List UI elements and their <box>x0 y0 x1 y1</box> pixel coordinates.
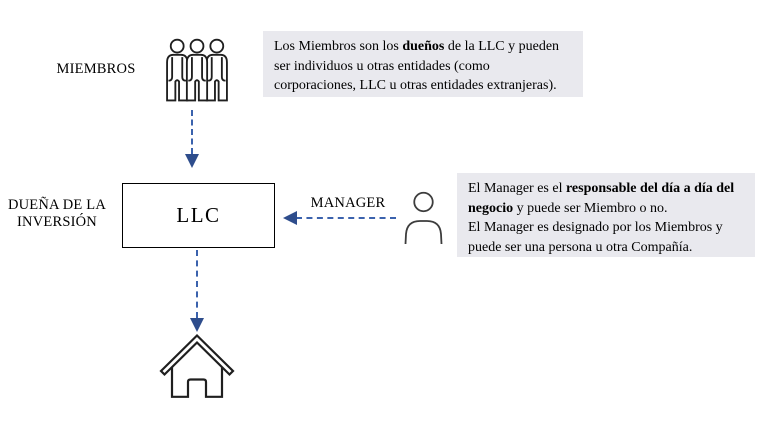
llc-to-property-arrow <box>196 250 198 318</box>
members-note-bold-text: dueños <box>402 39 445 54</box>
members-group-icon <box>166 38 228 102</box>
manager-label: MANAGER <box>310 195 386 211</box>
manager-note-text: y puede ser Miembro o no. <box>513 200 668 216</box>
manager-note-bold-text: responsable del día a día del negocio <box>468 181 735 216</box>
llc-box: LLC <box>122 183 275 248</box>
investment-owner-label-line1: DUEÑA DE LA <box>7 197 107 213</box>
manager-note-text2: El Manager es designado por los Miembros… <box>468 220 723 255</box>
members-to-llc-arrow <box>191 110 193 154</box>
person-middle <box>185 38 209 102</box>
members-label: MIEMBROS <box>56 61 136 77</box>
house-icon <box>159 333 235 398</box>
manager-person-icon <box>404 191 443 245</box>
members-note: Los Miembros son los dueños de la LLC y … <box>263 31 583 97</box>
members-note-text: Los Miembros son los <box>274 39 403 54</box>
manager-note-text: El Manager es el <box>468 181 566 196</box>
investment-owner-label-line2: INVERSIÓN <box>17 214 97 230</box>
person-left <box>166 38 189 102</box>
person-right <box>205 38 228 102</box>
manager-note: El Manager es el responsable del día a d… <box>457 173 755 257</box>
manager-to-llc-arrow <box>296 217 396 219</box>
arrowhead-left-icon <box>283 211 297 225</box>
investment-owner-label: DUEÑA DE LA INVERSIÓN <box>2 197 112 231</box>
members-note-text: de la LLC y pueden ser individuos u otra… <box>274 39 560 93</box>
arrowhead-down-icon <box>185 154 199 168</box>
llc-box-label: LLC <box>176 203 221 227</box>
arrowhead-down-icon <box>190 318 204 332</box>
